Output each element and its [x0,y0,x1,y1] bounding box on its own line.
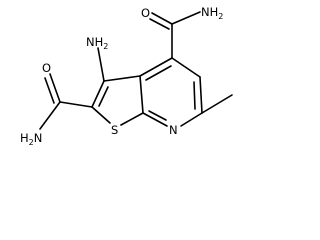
bond-c3-amino [97,47,105,82]
structure-diagram: NH2 O NH2 O H2N S N [20,5,233,147]
bond-co-top-inner [149,18,170,30]
bond-n7-c7a-inner [148,110,167,121]
bond-c3a-c4-inner [145,65,172,81]
bond-c7a-s [120,112,144,126]
bond-cn-left [39,101,61,130]
label-amide-left-n-n: N [34,131,43,145]
label-oxygen-top: O [141,6,150,20]
label-amide-left-n: H2N [20,131,42,147]
bond-c6-methyl [201,94,233,114]
bond-co-top [151,12,173,25]
bond-c5-c6-inner [193,81,196,110]
label-amide-left-n-h: H [20,131,29,145]
bond-c4-c5 [171,57,201,78]
bond-c6-n7 [180,112,203,127]
label-amide-top-n-sub: 2 [218,12,223,21]
bond-c3a-c7a [139,75,144,114]
bond-co-left [49,73,61,103]
label-amide-top-n-main: NH [201,5,218,19]
bond-c2-c3 [91,80,105,108]
label-amino: NH2 [86,35,108,51]
bond-c5-c6 [199,76,203,114]
label-oxygen-left: O [42,61,51,75]
bond-c3a-c4 [139,57,173,77]
bond-cn-top [171,11,201,25]
label-ring-nitrogen: N [169,123,178,137]
bond-n7-c7a [142,112,168,127]
label-amino-sub: 2 [103,42,108,51]
label-amino-main: NH [86,35,103,49]
bond-c2-c3-inner [98,86,109,107]
label-amide-top-n: NH2 [201,5,223,21]
label-amide-left-n-sub: 2 [29,138,34,147]
bond-co-left-inner [44,77,55,104]
bond-s-c2 [91,106,111,124]
bond-c2-carbonyl-left [59,101,93,108]
label-sulfur: S [111,123,118,137]
molecule-svg: NH2 O NH2 O H2N S N [20,5,233,147]
bond-c3-c3a [103,75,141,82]
